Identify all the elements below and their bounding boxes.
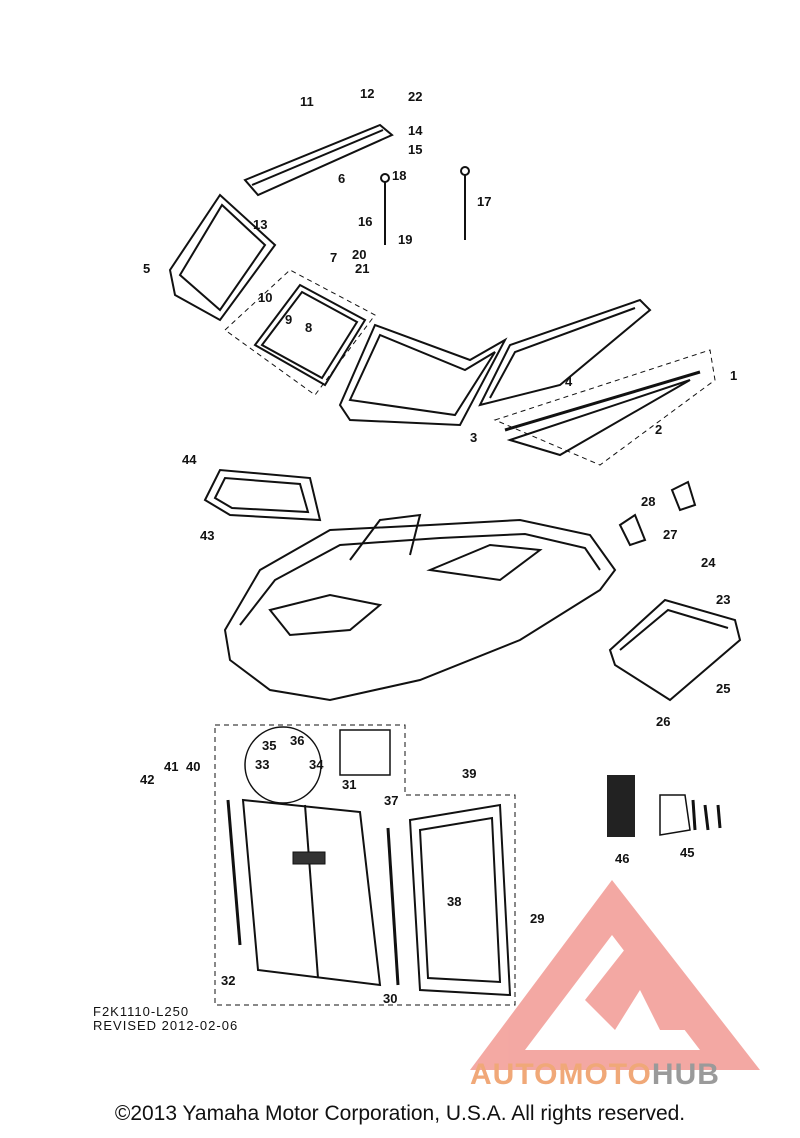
struts: [380, 166, 470, 245]
watermark-automoto: AUTOMOTO: [470, 1058, 652, 1091]
part-label: 31: [342, 777, 356, 792]
part-label: 17: [477, 194, 491, 209]
part-label: 27: [663, 527, 677, 542]
part-label: 32: [221, 973, 235, 988]
part-label: 35: [262, 738, 276, 753]
part-label: 40: [186, 759, 200, 774]
part-label: 37: [384, 793, 398, 808]
windshield-frames: [168, 123, 716, 466]
part-label: 8: [305, 320, 312, 335]
part-label: 41: [164, 759, 178, 774]
hatch-cover: [608, 598, 742, 702]
part-label: 30: [383, 991, 397, 1006]
part-label: 5: [143, 261, 150, 276]
part-label: 6: [338, 171, 345, 186]
part-label: 44: [182, 452, 197, 467]
drawing-code: F2K1110-L250: [93, 1004, 190, 1019]
part-label: 21: [355, 261, 369, 276]
part-label: 43: [200, 528, 214, 543]
part-label: 28: [641, 494, 655, 509]
part-label: 24: [701, 555, 716, 570]
part-label: 26: [656, 714, 670, 729]
part-label: 11: [300, 94, 314, 109]
watermark-hub: HUB: [651, 1058, 720, 1091]
part-label: 29: [530, 911, 544, 926]
part-label: 15: [408, 142, 422, 157]
copyright-notice: ©2013 Yamaha Motor Corporation, U.S.A. A…: [114, 1102, 686, 1125]
tools: [607, 775, 722, 837]
watermark-text: AUTOMOTOHUB: [470, 1058, 720, 1092]
part-label: 42: [140, 772, 154, 787]
part-label: 3: [470, 430, 477, 445]
part-label: 12: [360, 86, 374, 101]
part-label: 46: [615, 851, 629, 866]
boat-hull: [223, 513, 617, 702]
part-label: 19: [398, 232, 412, 247]
brackets: [618, 480, 697, 547]
part-label: 1: [730, 368, 737, 383]
part-label: 36: [290, 733, 304, 748]
part-label: 9: [285, 312, 292, 327]
part-label: 34: [309, 757, 324, 772]
part-label: 25: [716, 681, 730, 696]
part-label: 39: [462, 766, 476, 781]
part-label: 22: [408, 89, 422, 104]
part-label: 16: [358, 214, 372, 229]
part-label: 10: [258, 290, 272, 305]
part-labels: 1 2 3 4 5 6 7 8 9 10 11 12 13 14 15 16 1…: [140, 86, 737, 1006]
curtain-assembly: [214, 724, 516, 1006]
revision-date: REVISED 2012-02-06: [93, 1018, 239, 1033]
part-label: 45: [680, 845, 694, 860]
watermark-logo: [470, 880, 760, 1070]
part-label: 18: [392, 168, 406, 183]
part-label: 23: [716, 592, 730, 607]
part-label: 7: [330, 250, 337, 265]
part-label: 2: [655, 422, 662, 437]
storage-box: [203, 468, 322, 522]
part-label: 20: [352, 247, 366, 262]
part-label: 13: [253, 217, 267, 232]
part-label: 4: [565, 374, 573, 389]
part-label: 38: [447, 894, 461, 909]
part-label: 33: [255, 757, 269, 772]
part-label: 14: [408, 123, 423, 138]
